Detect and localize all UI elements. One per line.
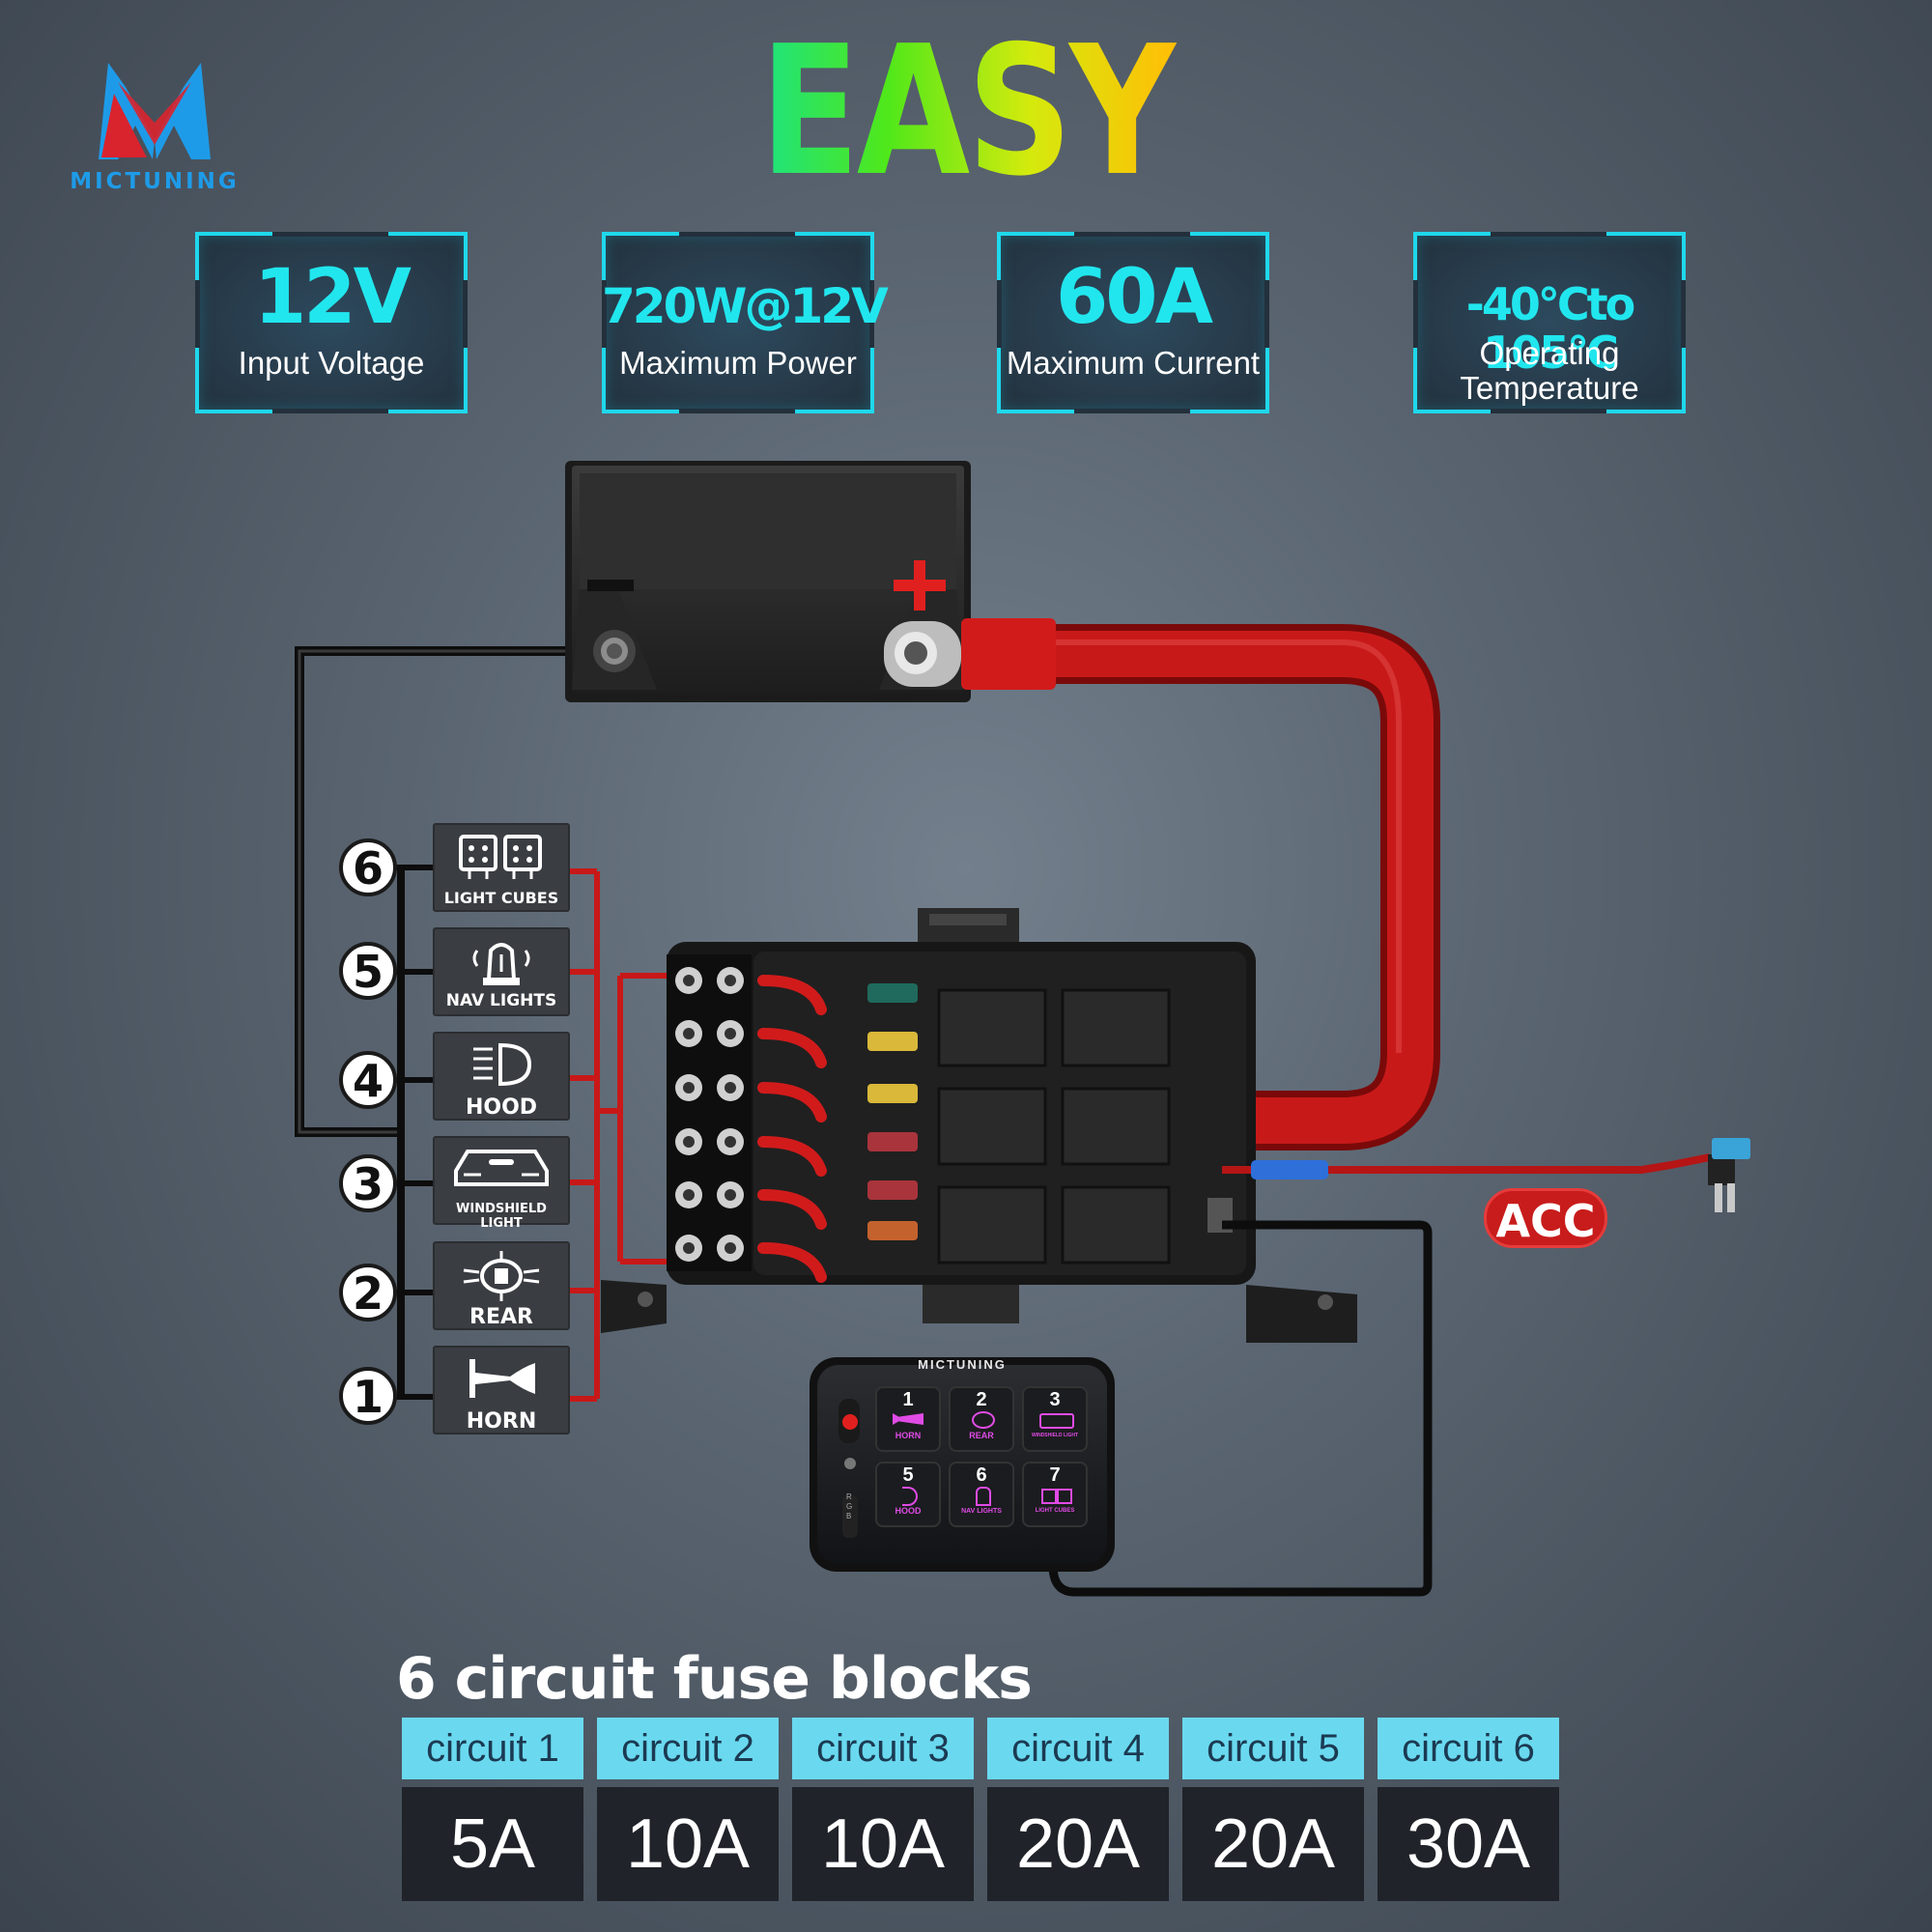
fuse-column-circuit-1: circuit 1 5A xyxy=(402,1718,583,1901)
nav-lights-icon xyxy=(976,1487,991,1506)
horn-icon xyxy=(469,1359,535,1398)
spec-value: 720W@12V xyxy=(602,278,889,334)
fuse-column-circuit-3: circuit 3 10A xyxy=(792,1718,974,1901)
panel-brand: MICTUNING xyxy=(918,1357,1007,1372)
circuit-label-windshield-light: WINDSHIELD LIGHT xyxy=(433,1136,570,1231)
spec-value: -40°Cto 105°C xyxy=(1465,278,1635,379)
spec-maximum-current: 60A Maximum Current xyxy=(997,232,1269,413)
circuit-label-text: NAV LIGHTS xyxy=(445,991,557,1010)
panel-button-rear[interactable]: 2 REAR xyxy=(949,1386,1014,1452)
light-cubes-icon xyxy=(459,835,542,879)
horn-icon xyxy=(893,1413,923,1425)
hood-light-icon xyxy=(473,1042,532,1087)
circuit-label-text: LIGHT CUBES xyxy=(443,889,559,907)
spec-label: Maximum Power xyxy=(619,345,857,381)
fuse-rating: 30A xyxy=(1378,1787,1559,1901)
mictuning-m-icon xyxy=(99,63,211,159)
fuse-rating: 20A xyxy=(987,1787,1169,1901)
spec-frame xyxy=(602,232,874,413)
fuse-column-header: circuit 1 xyxy=(402,1718,583,1779)
circuit-label-horn: HORN xyxy=(433,1346,570,1435)
circuit-number: 2 xyxy=(339,1264,397,1321)
acc-badge: ACC xyxy=(1484,1188,1607,1248)
fuse-rating: 10A xyxy=(597,1787,779,1901)
circuit-number: 5 xyxy=(339,942,397,1000)
circuit-number: 4 xyxy=(339,1051,397,1109)
panel-power-button[interactable] xyxy=(838,1399,860,1443)
circuit-number: 6 xyxy=(339,838,397,896)
spec-label: Maximum Current xyxy=(1006,345,1261,381)
add-a-fuse-tap-icon xyxy=(1708,1138,1750,1212)
circuit-label-rear: REAR xyxy=(433,1241,570,1330)
circuit-label-light-cubes: LIGHT CUBES xyxy=(433,823,570,912)
windshield-light-icon xyxy=(1039,1413,1074,1429)
negative-sign-icon xyxy=(587,580,634,591)
circuit-label-hood: HOOD xyxy=(433,1032,570,1121)
battery xyxy=(565,461,971,702)
spec-frame xyxy=(997,232,1269,413)
fuse-column-header: circuit 3 xyxy=(792,1718,974,1779)
circuit-label-text: HOOD xyxy=(465,1095,538,1120)
fuse-relay-box xyxy=(601,908,1357,1343)
spec-frame xyxy=(1413,232,1686,413)
switch-panel: MICTUNING RGB 1 HORN 2 REAR 3 WINDSHIELD… xyxy=(817,1357,1107,1564)
rear-light-icon xyxy=(972,1411,995,1429)
panel-button-windshield-light[interactable]: 3 WINDSHIELD LIGHT xyxy=(1022,1386,1088,1452)
panel-rgb-label: RGB xyxy=(846,1492,853,1520)
circuit-label-nav-lights: NAV LIGHTS xyxy=(433,927,570,1016)
spec-label: Input Voltage xyxy=(238,345,425,381)
panel-button-hood[interactable]: 5 HOOD xyxy=(875,1462,941,1527)
fuse-column-header: circuit 4 xyxy=(987,1718,1169,1779)
light-cubes-icon xyxy=(1041,1489,1057,1504)
fuse-column-header: circuit 6 xyxy=(1378,1718,1559,1779)
fuse-column-header: circuit 2 xyxy=(597,1718,779,1779)
spec-maximum-power: 720W@12V Maximum Power xyxy=(602,232,889,413)
nav-lights-icon xyxy=(472,943,530,985)
panel-button-horn[interactable]: 1 HORN xyxy=(875,1386,941,1452)
acc-wire xyxy=(1222,1153,1711,1174)
spec-label-line2: Temperature xyxy=(1460,370,1639,406)
circuit-number: 3 xyxy=(339,1154,397,1212)
fuse-column-header: circuit 5 xyxy=(1182,1718,1364,1779)
fuse-column-circuit-4: circuit 4 20A xyxy=(987,1718,1169,1901)
spec-value: 12V xyxy=(254,254,412,341)
spec-input-voltage: 12V Input Voltage xyxy=(195,232,468,413)
spec-label-line1: Operating xyxy=(1479,335,1620,371)
blade-fuses xyxy=(867,983,918,1240)
fuse-column-circuit-6: circuit 6 30A xyxy=(1378,1718,1559,1901)
panel-button-light-cubes[interactable]: 7 LIGHT CUBES xyxy=(1022,1462,1088,1527)
panel-brightness-button[interactable] xyxy=(842,1456,858,1471)
fuse-column-circuit-5: circuit 5 20A xyxy=(1182,1718,1364,1901)
circuit-label-text: WINDSHIELD LIGHT xyxy=(456,1202,547,1231)
spec-frame xyxy=(195,232,468,413)
rear-light-icon xyxy=(463,1251,540,1301)
brand-name: MICTUNING xyxy=(70,169,240,194)
circuit-label-text: REAR xyxy=(469,1305,533,1329)
fuse-rating: 10A xyxy=(792,1787,974,1901)
hood-light-icon xyxy=(902,1487,918,1506)
controller-cable xyxy=(1048,1220,1433,1597)
circuit-label-text: HORN xyxy=(466,1409,537,1434)
fuse-rating: 20A xyxy=(1182,1787,1364,1901)
fuse-column-circuit-2: circuit 2 10A xyxy=(597,1718,779,1901)
circuit-number: 1 xyxy=(339,1367,397,1425)
brand-logo: MICTUNING xyxy=(58,43,251,208)
fuse-blocks-title: 6 circuit fuse blocks xyxy=(396,1645,1033,1713)
spec-operating-temperature: -40°Cto 105°C Operating Temperature xyxy=(1413,232,1686,413)
positive-terminal xyxy=(884,618,1056,690)
windshield-light-icon xyxy=(454,1150,549,1186)
fuse-rating: 5A xyxy=(402,1787,583,1901)
output-wires xyxy=(570,868,667,1402)
panel-button-nav-lights[interactable]: 6 NAV LIGHTS xyxy=(949,1462,1014,1527)
relays xyxy=(937,988,1171,1264)
spec-value: 60A xyxy=(1056,254,1213,341)
